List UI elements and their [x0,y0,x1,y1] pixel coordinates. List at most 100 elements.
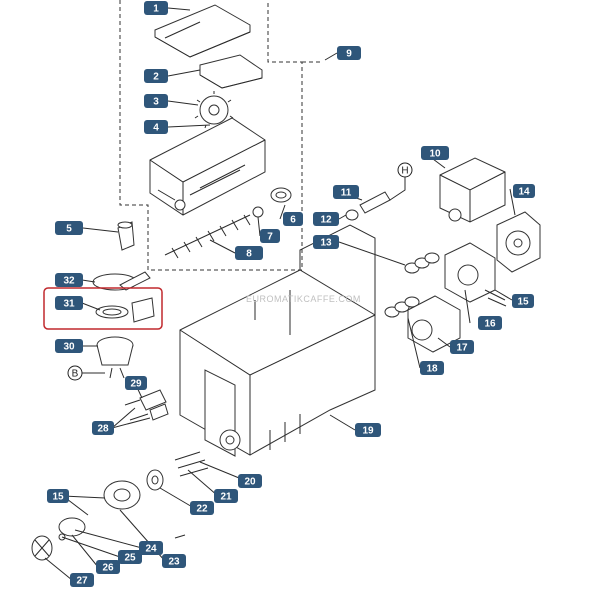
svg-text:15: 15 [52,492,64,503]
part-2-plate [199,54,263,89]
callout-8: 8 [235,246,263,260]
callout-9: 9 [337,46,361,60]
svg-text:31: 31 [63,299,75,310]
svg-text:16: 16 [484,319,496,330]
callout-15-right: 15 [512,294,534,308]
callout-15-left: 15 [47,489,69,503]
callout-31: 31 [55,296,83,310]
part-3-gear [194,91,234,129]
svg-text:15: 15 [517,297,529,308]
callout-11: 11 [333,185,359,199]
ref-b-label: B [72,369,79,380]
part-7-oring [252,206,264,218]
callout-5: 5 [55,221,83,235]
svg-text:22: 22 [196,504,208,515]
part-27-blade [31,535,53,561]
svg-text:18: 18 [426,364,438,375]
callout-24: 24 [139,541,163,555]
ref-b: B [67,365,105,381]
svg-text:12: 12 [320,215,332,226]
part-22-disc [146,469,164,491]
callout-30: 30 [55,339,83,353]
part-1-lid [154,4,251,58]
svg-text:8: 8 [246,249,252,260]
callout-6: 6 [283,212,303,226]
callouts: 1 2 3 4 5 6 7 8 9 10 11 12 13 14 15 16 1… [47,1,535,587]
callout-14: 14 [513,184,535,198]
part-28-screws [124,399,149,421]
svg-text:30: 30 [63,342,75,353]
svg-text:3: 3 [153,97,159,108]
part-29-valve [139,389,169,421]
svg-text:19: 19 [362,426,374,437]
callout-3: 3 [144,94,168,108]
callout-20: 20 [238,474,262,488]
svg-text:17: 17 [456,343,468,354]
svg-text:10: 10 [429,149,441,160]
part-17-pump [407,295,461,353]
callout-13: 13 [313,235,339,249]
svg-text:6: 6 [290,215,296,226]
part-18-rollers [384,296,420,318]
part-5-spout [117,221,135,251]
ref-h: H [389,162,413,201]
callout-1: 1 [144,1,168,15]
svg-text:4: 4 [153,123,159,134]
svg-text:2: 2 [153,72,159,83]
part-15-screws-right [484,289,507,307]
svg-text:27: 27 [76,576,88,587]
svg-text:21: 21 [220,492,232,503]
svg-text:23: 23 [168,557,180,568]
part-13-rollers [404,252,440,274]
callout-4: 4 [144,120,168,134]
callout-17: 17 [450,340,474,354]
callout-18: 18 [420,361,444,375]
part-12-oring [345,209,359,221]
part-23-pin [174,534,186,539]
part-16-pump [444,242,496,303]
part-31-holder [95,297,155,323]
hopper-group-frame [119,0,303,271]
part-24-motor-housing [103,480,141,510]
part-19-frame [179,224,376,457]
callout-21: 21 [214,489,238,503]
part-4-hopper-box [149,117,266,216]
part-32-funnel [92,271,151,291]
svg-text:5: 5 [66,224,72,235]
part-11-sleeve [359,191,391,214]
callout-10: 10 [421,146,449,160]
svg-text:11: 11 [341,188,352,199]
svg-text:1: 1 [153,4,159,15]
callout-26: 26 [96,560,120,574]
watermark: EUROMATIKCAFFE.COM [246,294,361,304]
svg-text:13: 13 [320,238,332,249]
part-6-ring [270,187,292,203]
svg-text:28: 28 [97,424,109,435]
svg-text:20: 20 [244,477,256,488]
part-8-auger [164,214,251,259]
svg-text:32: 32 [63,276,75,287]
part-26-gasket [58,517,86,537]
callout-28: 28 [92,421,114,435]
svg-text:26: 26 [102,563,114,574]
callout-22: 22 [190,501,214,515]
svg-text:25: 25 [124,553,136,564]
part-10-motor [439,157,506,223]
callout-2: 2 [144,69,168,83]
svg-text:7: 7 [267,232,273,243]
part-14-fan [496,211,541,273]
callout-7: 7 [260,229,280,243]
callout-23: 23 [162,554,186,568]
callout-19: 19 [355,423,381,437]
callout-27: 27 [70,573,94,587]
svg-text:14: 14 [518,187,530,198]
part-30-chamber [96,336,134,379]
ref-h-label: H [401,166,408,177]
svg-text:29: 29 [130,379,142,390]
svg-text:9: 9 [346,49,352,60]
svg-text:24: 24 [145,544,157,555]
callout-12: 12 [313,212,339,226]
callout-16: 16 [478,316,502,330]
